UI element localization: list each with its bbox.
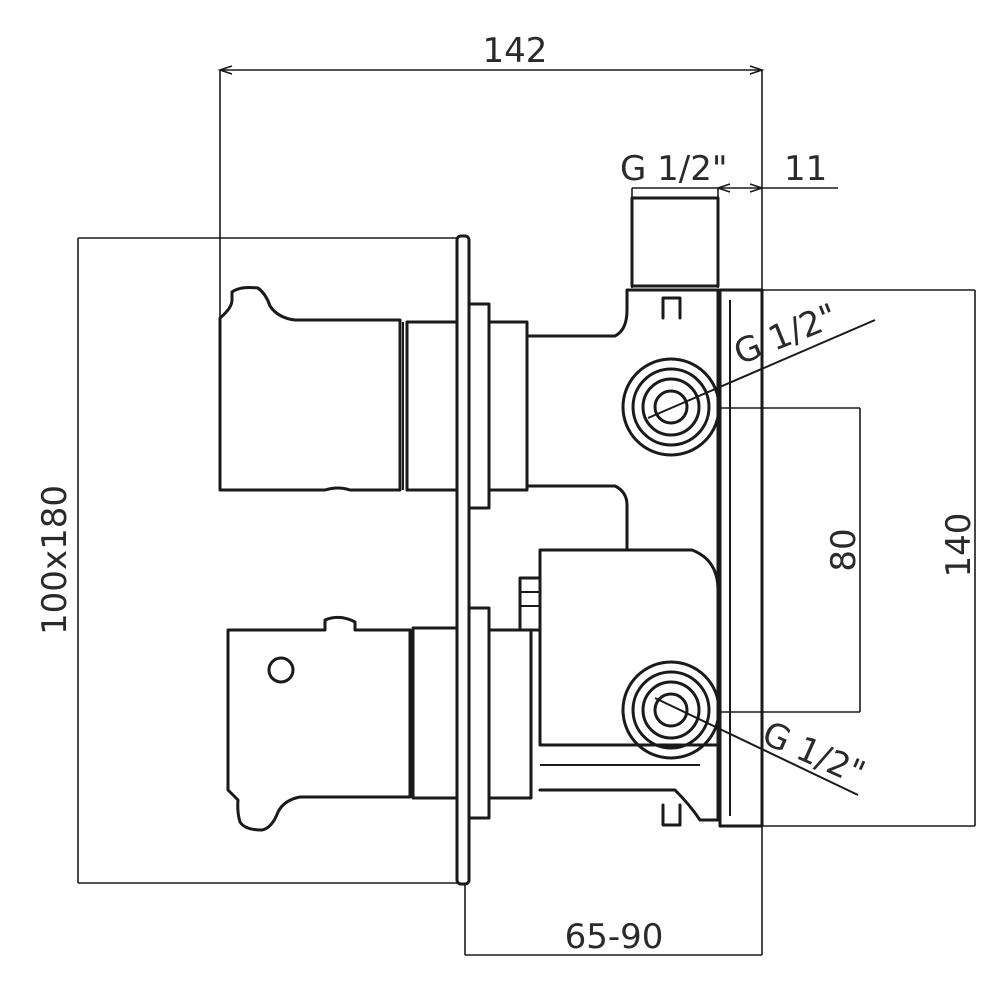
dimension-140: 140 <box>760 289 979 827</box>
lower-handle <box>226 606 533 832</box>
outlet-spacing-label: 80 <box>824 528 864 571</box>
upper-outlet: G 1/2" <box>621 296 876 457</box>
valve-body <box>518 196 764 828</box>
lower-outlet-thread-label: G 1/2" <box>756 714 870 794</box>
top-thread-label: G 1/2" <box>620 149 728 189</box>
wall-depth-label: 65-90 <box>565 917 664 957</box>
dimension-100x180: 100x180 <box>35 237 458 884</box>
lower-outlet: G 1/2" <box>621 660 871 796</box>
dimension-80: 80 <box>720 407 864 713</box>
dimension-142-label: 142 <box>483 31 548 71</box>
upper-handle <box>218 286 529 510</box>
dimension-top-thread: G 1/2" 11 <box>620 149 838 288</box>
body-height-label: 140 <box>939 513 979 578</box>
plate-size-label: 100x180 <box>35 485 75 635</box>
dimension-65-90: 65-90 <box>464 830 763 957</box>
top-offset-label: 11 <box>784 149 827 189</box>
upper-outlet-thread-label: G 1/2" <box>728 296 843 373</box>
wall-plate <box>455 234 471 886</box>
